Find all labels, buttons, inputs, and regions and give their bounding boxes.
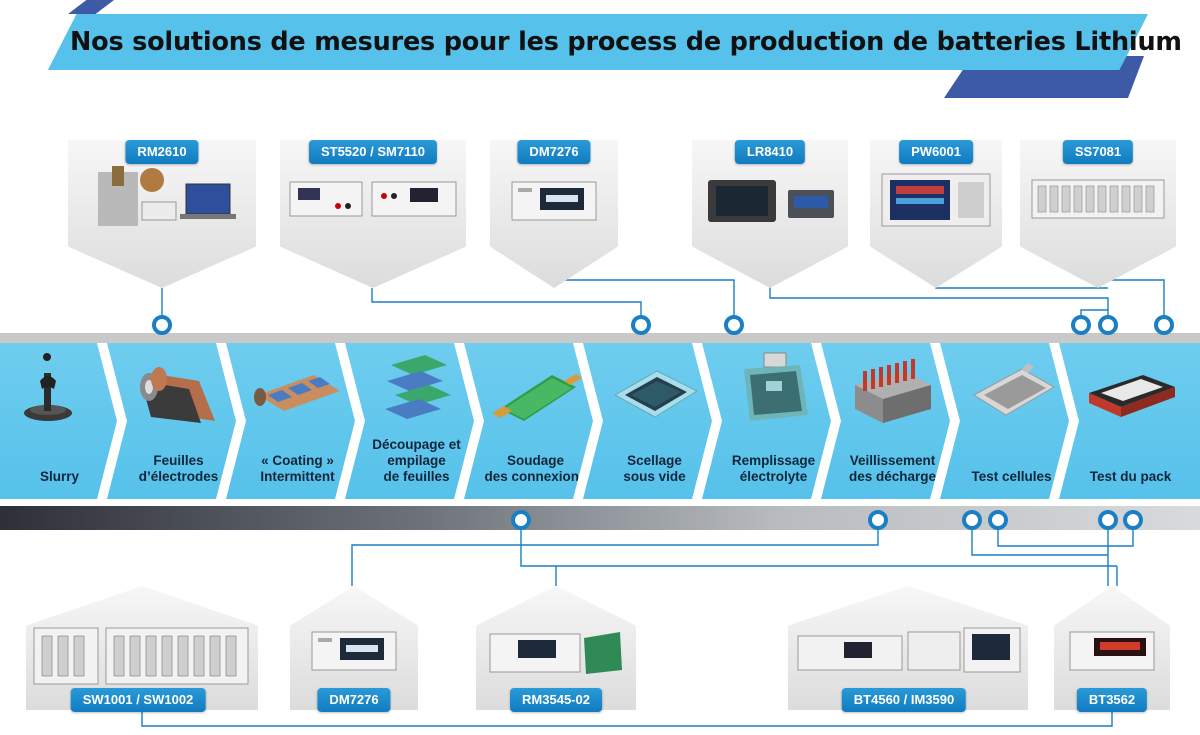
connector-line bbox=[971, 520, 1108, 556]
pouch-cell-icon bbox=[962, 351, 1060, 429]
product-tag: ST5520 / SM7110 bbox=[308, 140, 438, 164]
wireless-logger-icon bbox=[706, 176, 838, 231]
switcher-mainframe-icon bbox=[1030, 178, 1166, 225]
process-band-top-rail bbox=[0, 333, 1200, 343]
product-card-ss7081[interactable]: SS7081 bbox=[1020, 140, 1176, 288]
electrode-resistance-system-icon bbox=[82, 162, 242, 241]
process-step-label: « Coating » Intermittent bbox=[260, 453, 335, 484]
process-step: Feuilles d’électrodes bbox=[119, 343, 246, 499]
product-card-bt4560-im3590[interactable]: BT4560 / IM3590 bbox=[788, 586, 1028, 712]
slurry-mixer-icon bbox=[10, 351, 108, 429]
electrolyte-cell-icon bbox=[724, 351, 822, 429]
product-tag: LR8410 bbox=[734, 140, 806, 164]
product-tag: SS7081 bbox=[1062, 140, 1134, 164]
connector-node-icon bbox=[724, 315, 744, 335]
process-step-label: Soudage des connexions bbox=[484, 453, 587, 484]
precision-dmm-icon bbox=[310, 628, 398, 679]
connector-node-icon bbox=[868, 510, 888, 530]
connector-line bbox=[520, 520, 1117, 567]
product-card-rm2610[interactable]: RM2610 bbox=[68, 140, 256, 288]
connector-line bbox=[997, 520, 1134, 547]
product-card-sw1001-sw1002[interactable]: SW1001 / SW1002 bbox=[26, 586, 258, 712]
product-card-st5520-sm7110[interactable]: ST5520 / SM7110 bbox=[280, 140, 466, 288]
product-card-rm3545-02[interactable]: RM3545-02 bbox=[476, 586, 636, 712]
product-tag: SW1001 / SW1002 bbox=[70, 688, 206, 712]
resistance-meter-icon bbox=[488, 630, 624, 681]
connector-node-icon bbox=[1123, 510, 1143, 530]
product-tag: PW6001 bbox=[899, 140, 973, 164]
process-step-label: Remplissage électrolyte bbox=[731, 453, 816, 484]
battery-pack-icon bbox=[1081, 351, 1179, 429]
title-banner-front bbox=[48, 14, 1148, 70]
page-title: Nos solutions de mesures pour les proces… bbox=[70, 27, 1182, 57]
process-step-label: Feuilles d’électrodes bbox=[138, 453, 219, 484]
switch-mainframe-icon bbox=[32, 626, 252, 691]
product-tag: RM2610 bbox=[125, 140, 199, 164]
process-step: Scellage sous vide bbox=[595, 343, 722, 499]
process-step-label: Slurry bbox=[39, 469, 80, 484]
battery-hitester-icon bbox=[1068, 628, 1156, 679]
product-tag: DM7276 bbox=[517, 140, 591, 164]
coated-sheet-icon bbox=[248, 351, 346, 429]
battery-impedance-meter-icon bbox=[796, 626, 1022, 681]
connector-line bbox=[371, 288, 642, 325]
connector-node-icon bbox=[962, 510, 982, 530]
connector-line bbox=[141, 708, 1113, 727]
power-analyzer-icon bbox=[880, 172, 992, 233]
process-step-label: Scellage sous vide bbox=[623, 453, 686, 484]
connector-line bbox=[351, 520, 879, 586]
connector-node-icon bbox=[1098, 315, 1118, 335]
product-tag: DM7276 bbox=[317, 688, 391, 712]
connector-node-icon bbox=[511, 510, 531, 530]
connector-node-icon bbox=[1098, 510, 1118, 530]
connector-node-icon bbox=[631, 315, 651, 335]
aging-rack-icon bbox=[843, 351, 941, 429]
stacked-sheets-icon bbox=[367, 351, 465, 429]
connector-node-icon bbox=[1154, 315, 1174, 335]
precision-dmm-icon bbox=[510, 178, 598, 229]
product-card-dm7276-top[interactable]: DM7276 bbox=[490, 140, 618, 288]
product-tag: BT3562 bbox=[1076, 688, 1148, 712]
product-tag: RM3545-02 bbox=[510, 688, 602, 712]
product-card-lr8410[interactable]: LR8410 bbox=[692, 140, 848, 288]
sealed-pouch-icon bbox=[605, 351, 703, 429]
product-tag: BT4560 / IM3590 bbox=[841, 688, 967, 712]
product-card-dm7276-bottom[interactable]: DM7276 bbox=[290, 586, 418, 712]
product-card-bt3562[interactable]: BT3562 bbox=[1054, 586, 1170, 712]
process-step-label: Découpage et empilage de feuilles bbox=[372, 437, 461, 484]
insulation-tester-icon bbox=[288, 174, 458, 229]
process-step-label: Veillissement des décharge bbox=[848, 453, 937, 484]
process-step: Test du pack bbox=[1071, 343, 1190, 499]
process-step: Veillissement des décharge bbox=[833, 343, 960, 499]
electrode-rolls-icon bbox=[129, 351, 227, 429]
connector-node-icon bbox=[1071, 315, 1091, 335]
welded-tab-icon bbox=[486, 351, 584, 429]
process-step-label: Test du pack bbox=[1089, 469, 1172, 484]
connector-node-icon bbox=[988, 510, 1008, 530]
connector-node-icon bbox=[152, 315, 172, 335]
product-card-pw6001[interactable]: PW6001 bbox=[870, 140, 1002, 288]
process-step-label: Test cellules bbox=[971, 469, 1052, 484]
